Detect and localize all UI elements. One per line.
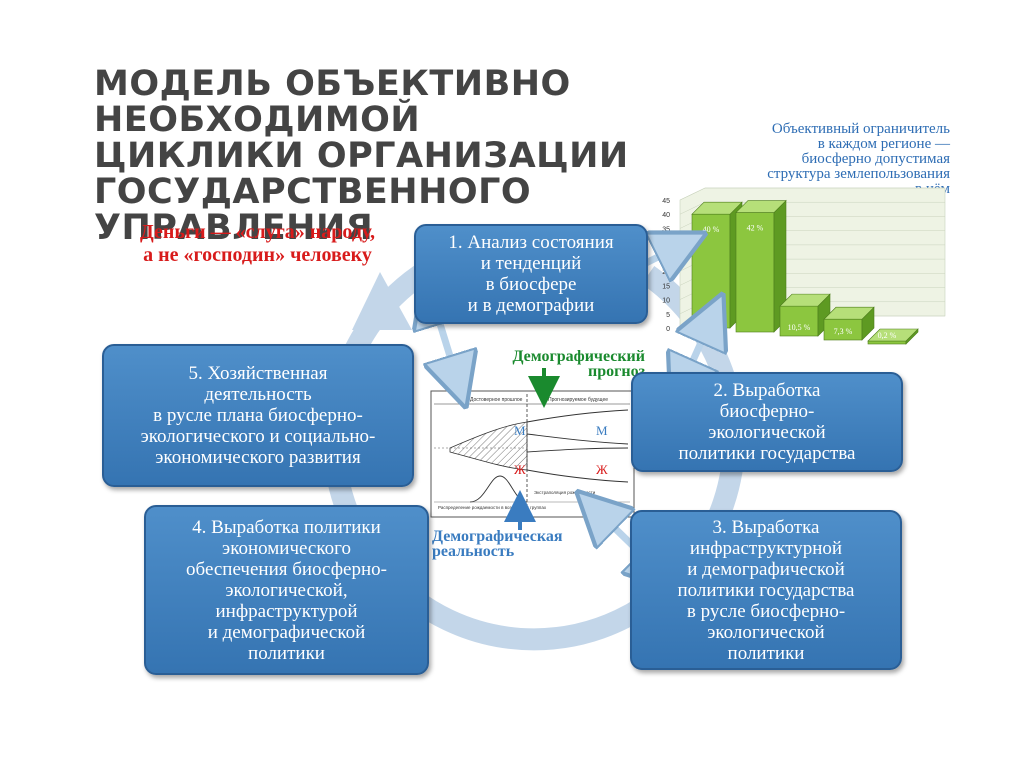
- box-line: экологической: [708, 422, 826, 443]
- motto-line: Деньги — «слуга» народу,: [140, 221, 375, 243]
- bar-top: [867, 328, 919, 342]
- limiter-line: структура землепользования: [767, 166, 950, 182]
- demo-m-right: М: [596, 423, 608, 438]
- limiter-line: в каждом регионе —: [817, 136, 950, 152]
- chart-data-label: 40 %: [703, 225, 720, 234]
- demo-m-upper: [526, 409, 629, 423]
- demographic-chart: Достоверное прошлое Прогнозируемое будущ…: [430, 390, 635, 518]
- bar-front: [867, 340, 907, 345]
- title-line: УПРАВЛЕНИЯ: [94, 208, 374, 248]
- box-line: и демографической: [687, 558, 845, 580]
- box-line: экологической,: [225, 579, 348, 601]
- forecast-line: Демографический: [512, 348, 645, 365]
- chart-y-tick: 5: [666, 312, 670, 319]
- box-line: в русле биосферно-: [686, 600, 846, 622]
- chart-y-tick: 40: [662, 212, 670, 219]
- chart-y-tick: 35: [662, 226, 670, 233]
- box-line: и в демографии: [467, 295, 595, 316]
- box-line: политики: [727, 642, 805, 664]
- land-use-bar-chart: 0 5 10 15 20 25 30 35 40 45 40 % 42 % 10,5 % 7,3 % 0,…: [662, 187, 946, 345]
- box-line: экологической: [707, 621, 825, 643]
- chart-bar: 42 %: [735, 199, 787, 333]
- demo-future-label: Прогнозируемое будущее: [548, 397, 608, 403]
- step-2-biosphere-policy-box: 2. Выработка биосферно- экологической по…: [631, 372, 903, 472]
- bar-top: [691, 201, 743, 215]
- box-line: 2. Выработка: [713, 380, 821, 401]
- box-line: обеспечения биосферно-: [186, 558, 387, 580]
- demo-zh-left: Ж: [514, 462, 526, 477]
- demo-caption-left: Распределение рождаемости в возрастных г…: [438, 505, 547, 510]
- chart-y-tick: 30: [662, 241, 670, 248]
- chart-gridline: [679, 187, 706, 201]
- box-line: экономического: [222, 537, 351, 559]
- reality-line: Демографическая: [432, 528, 563, 545]
- demo-m-left: М: [514, 423, 526, 438]
- chart-y-tick: 0: [666, 326, 670, 333]
- page-title: МОДЕЛЬ ОБЪЕКТИВНО НЕОБХОДИМОЙ ЦИКЛИКИ ОР…: [94, 66, 794, 246]
- box-line: биосферно-: [719, 401, 815, 422]
- box-line: политики государства: [677, 579, 855, 601]
- demo-past-region: [449, 421, 528, 471]
- chart-bar: 0,2 %: [867, 328, 919, 345]
- chart-y-tick: 25: [662, 255, 670, 262]
- bar-front: [779, 305, 819, 337]
- box-line: деятельность: [204, 384, 312, 405]
- demographic-forecast-label: Демографический прогноз: [455, 348, 645, 380]
- box-line: инфраструктурой: [215, 600, 358, 622]
- demo-zh-right: Ж: [596, 462, 608, 477]
- bar-top: [823, 306, 875, 320]
- step-3-infrastructure-policy-box: 3. Выработка инфраструктурной и демограф…: [630, 510, 902, 670]
- demo-zh-lower: [526, 469, 629, 483]
- step-4-economic-policy-box: 4. Выработка политики экономического обе…: [144, 505, 429, 675]
- bar-top: [779, 293, 831, 307]
- bar-front: [735, 212, 775, 333]
- chart-y-tick: 20: [662, 269, 670, 276]
- box-line: экономического развития: [155, 447, 361, 468]
- box-line: в биосфере: [485, 274, 577, 295]
- box-line: в русле плана биосферно-: [153, 405, 363, 426]
- demo-zh-upper: [526, 447, 629, 453]
- chart-y-tick: 10: [662, 298, 670, 305]
- bar-top: [735, 200, 787, 213]
- box-line: инфраструктурной: [689, 537, 843, 559]
- box-line: экологического и социально-: [140, 426, 376, 447]
- chart-data-label: 7,3 %: [834, 327, 853, 336]
- box-line: и тенденций: [480, 253, 582, 274]
- chart-bar: 40 %: [691, 201, 743, 329]
- box-line: политики: [248, 642, 325, 664]
- demo-past-label: Достоверное прошлое: [470, 397, 523, 403]
- limiter-line: Объективный ограничитель: [771, 121, 950, 137]
- chart-bar: 7,3 %: [823, 306, 875, 341]
- motto-text: Деньги — «слуга» народу, а не «господин»…: [110, 221, 405, 267]
- title-line: МОДЕЛЬ ОБЪЕКТИВНО НЕОБХОДИМОЙ: [94, 64, 571, 140]
- motto-line: а не «господин» человеку: [143, 244, 372, 266]
- box-line: 5. Хозяйственная: [188, 363, 328, 384]
- box-line: и демографической: [207, 621, 366, 643]
- reality-line: реальность: [432, 543, 515, 560]
- chart-data-label: 42 %: [747, 224, 764, 233]
- title-line: ЦИКЛИКИ ОРГАНИЗАЦИИ: [94, 136, 629, 176]
- step-5-economic-activity-box: 5. Хозяйственная деятельность в русле пл…: [102, 344, 414, 487]
- chart-data-label: 0,2 %: [878, 331, 897, 340]
- box-line: 1. Анализ состояния: [448, 232, 614, 253]
- title-line: ГОСУДАРСТВЕННОГО: [94, 172, 532, 212]
- demo-m-lower: [526, 433, 629, 445]
- box-line: 4. Выработка политики: [192, 516, 381, 538]
- step-1-analysis-box: 1. Анализ состояния и тенденций в биосфе…: [414, 224, 648, 324]
- chart-y-tick: 45: [662, 198, 670, 205]
- limiter-line: биосферно допустимая: [801, 151, 950, 167]
- chart-gridline: [679, 201, 706, 215]
- box-line: 3. Выработка: [712, 516, 820, 538]
- forecast-line: прогноз: [587, 363, 645, 380]
- box-line: политики государства: [678, 443, 856, 464]
- demographic-reality-label: Демографическая реальность: [432, 528, 592, 560]
- limiter-caption: Объективный ограничитель в каждом регион…: [685, 122, 950, 197]
- demo-caption-right: Экстраполяция рождаемости: [534, 490, 596, 495]
- chart-bar: 10,5 %: [779, 293, 831, 337]
- chart-data-label: 10,5 %: [788, 323, 811, 332]
- ring-arrow-head: [352, 272, 412, 330]
- chart-y-tick: 15: [662, 283, 670, 290]
